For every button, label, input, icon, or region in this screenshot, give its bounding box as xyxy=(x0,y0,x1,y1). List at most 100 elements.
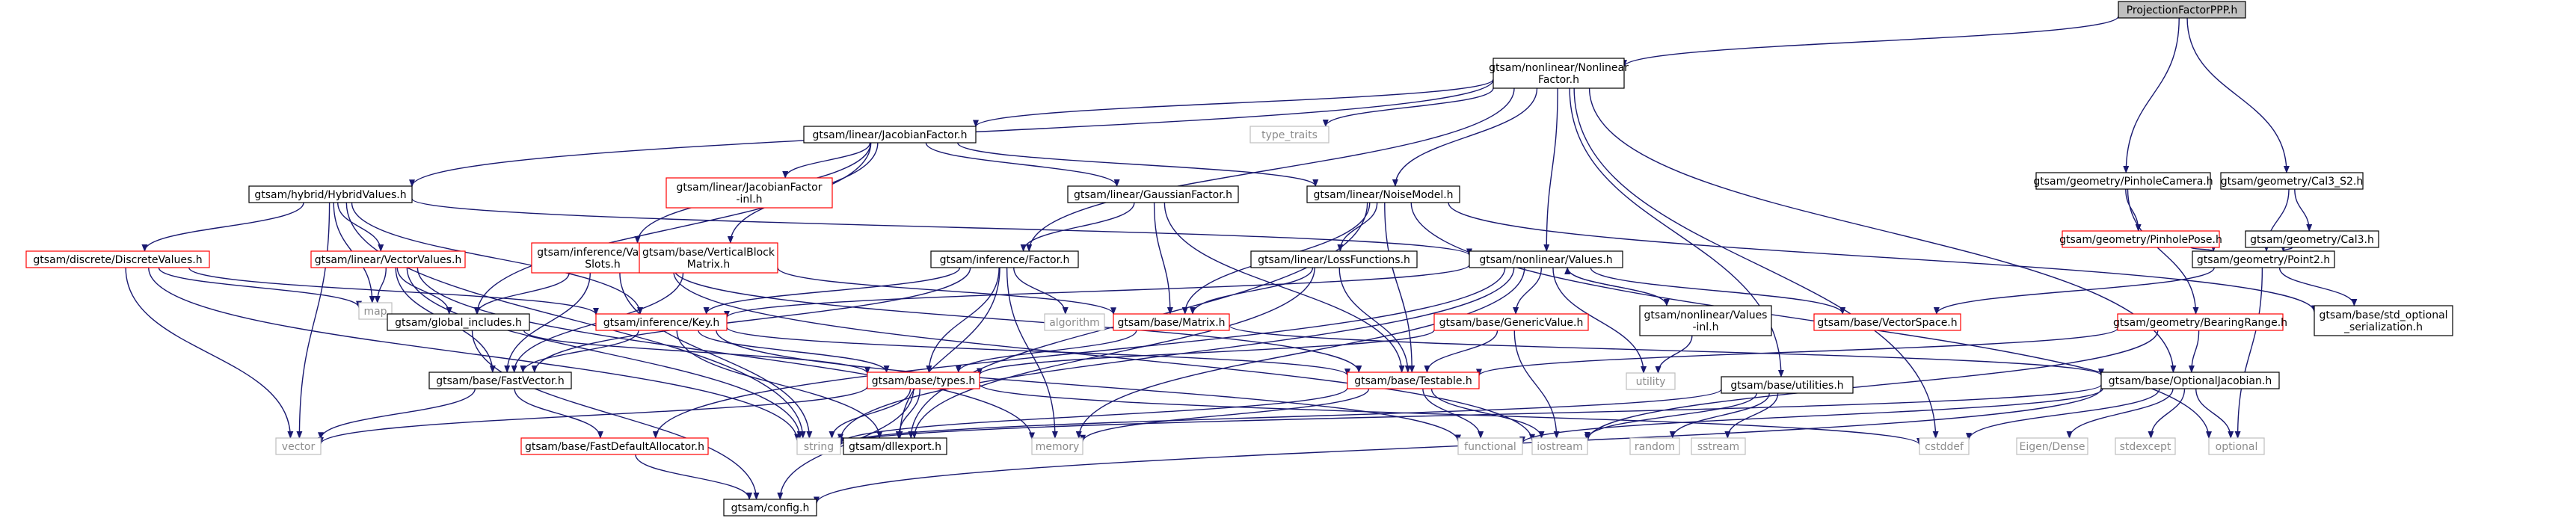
edge-jacobian-to-noise xyxy=(957,142,1319,187)
edge-varslots-to-iostream xyxy=(673,271,1535,442)
node-point2[interactable]: gtsam/geometry/Point2.h xyxy=(2192,250,2335,268)
node-stdexcept: stdexcept xyxy=(2115,437,2176,455)
node-global-box xyxy=(387,313,530,331)
edge-nlvalues-to-key xyxy=(724,264,1470,318)
node-infactor-label: gtsam/inference/Factor.h xyxy=(940,254,1070,266)
edge-optjac-to-eigendense xyxy=(2066,388,2174,439)
node-fastvector-label: gtsam/base/FastVector.h xyxy=(436,375,564,387)
edge-nlf-to-jacobian xyxy=(973,78,1494,128)
node-config-label: gtsam/config.h xyxy=(731,502,810,514)
node-pinhole_pose-label: gtsam/geometry/PinholePose.h xyxy=(2059,234,2222,246)
edge-noise-to-testable xyxy=(1384,202,1415,373)
edge-nlf-to-infactor xyxy=(1026,87,1515,252)
node-utilities[interactable]: gtsam/base/utilities.h xyxy=(1721,376,1854,394)
node-lossfn[interactable]: gtsam/linear/LossFunctions.h xyxy=(1250,250,1418,268)
node-cal3s2-label: gtsam/geometry/Cal3_S2.h xyxy=(2221,176,2363,188)
node-jacobian[interactable]: gtsam/linear/JacobianFactor.h xyxy=(803,126,977,144)
node-eigendense-box xyxy=(2016,437,2088,455)
node-pinhole_pose-box xyxy=(2062,230,2220,248)
node-infactor[interactable]: gtsam/inference/Factor.h xyxy=(930,250,1079,268)
node-jf_inl[interactable]: gtsam/linear/JacobianFactor-inl.h xyxy=(665,177,833,209)
node-gaussian-box xyxy=(1067,185,1239,203)
edge-infactor-to-types xyxy=(926,267,1000,373)
edge-types-to-string xyxy=(829,388,912,439)
node-vbm-label: gtsam/base/VerticalBlock xyxy=(642,247,775,259)
edge-values_inl-to-utility xyxy=(1655,335,1693,374)
edge-jacobian-to-global xyxy=(474,142,872,315)
node-cal3[interactable]: gtsam/geometry/Cal3.h xyxy=(2245,230,2379,248)
edge-cal3-to-point2 xyxy=(2280,244,2293,252)
edge-types-to-vector xyxy=(318,386,868,445)
edge-noise-to-stdopt xyxy=(1448,202,2317,313)
edge-vbm-to-matrix xyxy=(777,267,1116,315)
edge-optjac-to-stdexcept xyxy=(2148,388,2186,439)
node-functional-label: functional xyxy=(1464,441,1516,453)
edge-varslots-to-global xyxy=(473,272,570,315)
node-dllexport[interactable]: gtsam/dllexport.h xyxy=(843,437,947,455)
edge-hybrid-to-string xyxy=(345,202,806,439)
node-fastvector[interactable]: gtsam/base/FastVector.h xyxy=(428,371,572,389)
edge-gaussian-to-infactor xyxy=(1020,202,1135,252)
node-jf_inl-label: gtsam/linear/JacobianFactor xyxy=(677,182,823,194)
node-cal3s2[interactable]: gtsam/geometry/Cal3_S2.h xyxy=(2220,172,2364,190)
node-vectorspace-label: gtsam/base/VectorSpace.h xyxy=(1817,317,1957,329)
node-matrix[interactable]: gtsam/base/Matrix.h xyxy=(1113,313,1230,331)
node-discrete-box xyxy=(25,250,210,268)
edge-utilities-to-string xyxy=(837,388,1722,446)
node-pinhole_cam[interactable]: gtsam/geometry/PinholeCamera.h xyxy=(2033,172,2213,190)
node-key[interactable]: gtsam/inference/Key.h xyxy=(595,313,728,331)
node-pinhole_cam-box xyxy=(2035,172,2211,190)
node-types[interactable]: gtsam/base/types.h xyxy=(867,371,980,389)
node-optjac[interactable]: gtsam/base/OptionalJacobian.h xyxy=(2100,371,2280,389)
node-pinhole_pose[interactable]: gtsam/geometry/PinholePose.h xyxy=(2059,230,2222,248)
node-nlvalues[interactable]: gtsam/nonlinear/Values.h xyxy=(1469,250,1623,268)
node-values_inl-label: gtsam/nonlinear/Values xyxy=(1644,309,1768,321)
node-stdopt-label: gtsam/base/std_optional xyxy=(2319,309,2447,321)
node-vecvalues[interactable]: gtsam/linear/VectorValues.h xyxy=(310,250,466,268)
node-point2-label: gtsam/geometry/Point2.h xyxy=(2197,254,2330,266)
node-varslots-label: Slots.h xyxy=(585,259,620,271)
node-config[interactable]: gtsam/config.h xyxy=(723,499,817,517)
node-bearing[interactable]: gtsam/geometry/BearingRange.h xyxy=(2113,313,2287,331)
node-stdexcept-label: stdexcept xyxy=(2120,441,2171,453)
node-gaussian[interactable]: gtsam/linear/GaussianFactor.h xyxy=(1067,185,1239,203)
edge-lossfn-to-dllexport xyxy=(911,267,1315,439)
edge-vecvalues-to-map xyxy=(374,267,387,303)
edge-point2-to-vectorspace xyxy=(1933,267,2215,315)
node-vecvalues-label: gtsam/linear/VectorValues.h xyxy=(315,254,462,266)
node-vbm-box xyxy=(639,242,778,274)
node-hybrid[interactable]: gtsam/hybrid/HybridValues.h xyxy=(248,185,413,203)
edge-fastalloc-to-config xyxy=(635,454,753,500)
edge-discrete-to-string xyxy=(148,267,800,442)
node-noise[interactable]: gtsam/linear/NoiseModel.h xyxy=(1306,185,1460,203)
edge-optjac-to-cstddef xyxy=(1966,388,2160,441)
edge-nlf-to-noise xyxy=(1392,87,1538,187)
node-config-box xyxy=(723,499,817,517)
node-stdopt[interactable]: gtsam/base/std_optional_serialization.h xyxy=(2314,305,2453,336)
node-noise-box xyxy=(1306,185,1460,203)
node-cal3s2-box xyxy=(2220,172,2364,190)
node-types-box xyxy=(867,371,980,389)
edge-nlf-to-type_traits xyxy=(1322,87,1494,127)
node-vectorspace[interactable]: gtsam/base/VectorSpace.h xyxy=(1813,313,1961,331)
node-iostream: iostream xyxy=(1531,437,1588,455)
edge-infactor-to-key xyxy=(703,267,961,315)
node-utility-label: utility xyxy=(1636,376,1666,388)
node-discrete[interactable]: gtsam/discrete/DiscreteValues.h xyxy=(25,250,210,268)
node-root-label: ProjectionFactorPPP.h xyxy=(2127,4,2238,16)
node-layer: ProjectionFactorPPP.h gtsam/nonlinear/Non… xyxy=(25,1,2453,517)
node-genericvalue[interactable]: gtsam/base/GenericValue.h xyxy=(1433,313,1589,331)
node-testable[interactable]: gtsam/base/Testable.h xyxy=(1347,371,1480,389)
node-fastalloc[interactable]: gtsam/base/FastDefaultAllocator.h xyxy=(520,437,709,455)
edge-lossfn-to-matrix xyxy=(1190,267,1314,315)
node-values_inl[interactable]: gtsam/nonlinear/Values-inl.h xyxy=(1639,305,1772,336)
node-global[interactable]: gtsam/global_includes.h xyxy=(387,313,530,331)
edge-utilities-to-sstream xyxy=(1724,392,1779,439)
node-root[interactable]: ProjectionFactorPPP.h xyxy=(2118,1,2246,19)
node-global-label: gtsam/global_includes.h xyxy=(395,317,522,329)
edge-key-to-fastvector xyxy=(520,330,639,373)
edge-hybrid-to-nlvalues xyxy=(411,198,1472,256)
edge-optjac-to-optional xyxy=(2195,388,2234,439)
